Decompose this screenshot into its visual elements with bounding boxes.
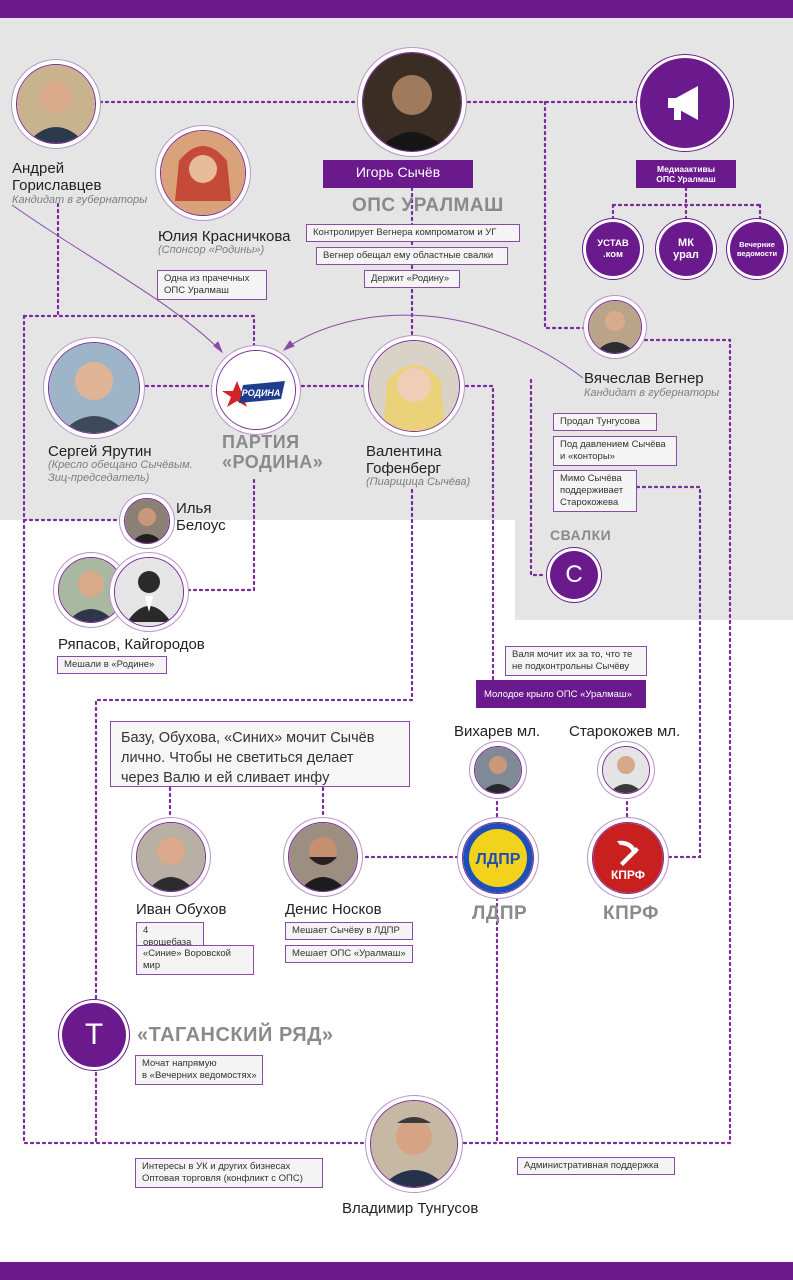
krasnichkova-role: (Спонсор «Родины») [158,244,265,256]
ryapasov-name: Ряпасов, Кайгородов [58,636,205,653]
sychev-note-2: Вегнер обещал ему областные свалки [316,247,508,265]
taganskiy-note: Мочат напрямую в «Вечерних ведомостях» [135,1055,263,1085]
krasnichkova-name: Юлия Красничкова [158,228,291,245]
ops-uralmash-title: ОПС УРАЛМАШ [352,195,504,216]
gorislavtsev-role: Кандидат в губернаторы [12,194,148,206]
yarutin-name: Сергей Ярутин [48,443,152,460]
obukhov-photo [136,822,206,892]
tungusov-photo [370,1100,458,1188]
svalki-circle: С [550,551,598,599]
noskov-photo [288,822,358,892]
obukhov-name: Иван Обухов [136,901,227,918]
gorislavtsev-name: Андрей Гориславцев [12,160,102,194]
mkural-circle: МК урал [659,222,713,276]
ldpr-title: ЛДПР [472,903,528,924]
media-circle [640,58,730,148]
young-wing-badge: Молодое крыло ОПС «Уралмаш» [476,680,646,708]
gorislavtsev-photo [16,64,96,144]
gofenberg-photo [368,340,460,432]
vegner-note-3: Мимо Сычёва поддерживает Старокожева [553,470,637,512]
starokozhev-photo [602,746,650,794]
vikharev-photo [474,746,522,794]
ustav-label: УСТАВ .ком [597,238,629,260]
taganskiy-letter: Т [84,1018,104,1051]
svalki-letter: С [565,561,583,588]
vegner-note-2: Под давлением Сычёва и «конторы» [553,436,677,466]
vechernie-label: Вечерние ведомости [736,240,778,258]
belous-name: Илья Белоус [176,500,226,534]
yarutin-photo [48,342,140,434]
noskov-name: Денис Носков [285,901,382,918]
svalki-title: СВАЛКИ [550,527,612,543]
tungusov-note-1: Интересы в УК и других бизнесах Оптовая … [135,1158,323,1188]
rodina-logo: РОДИНА [216,350,296,430]
krasnichkova-note: Одна из прачечных ОПС Уралмаш [157,270,267,300]
media-label: Медиаактивы ОПС Уралмаш [636,160,736,188]
vegner-note-1: Продал Тунгусова [553,413,657,431]
megaphone-icon [668,86,698,120]
bottom-bar [0,1262,793,1280]
mkural-label: МК урал [673,237,699,261]
big-note: Базу, Обухова, «Синих» мочит Сычёв лично… [110,721,410,787]
obukhov-note-2: «Синие» Воровской мир [136,945,254,975]
noskov-note-1: Мешает Сычёву в ЛДПР [285,922,413,940]
noskov-note-2: Мешает ОПС «Уралмаш» [285,945,413,963]
tungusov-note-2: Административная поддержка [517,1157,675,1175]
yarutin-role: (Кресло обещано Сычёвым. Зиц-председател… [48,459,193,484]
vegner-role: Кандидат в губернаторы [584,387,720,399]
kaygorodov-photo [114,557,184,627]
top-bar [0,0,793,18]
kprf-logo-text: КПРФ [611,868,645,882]
vikharev-name: Вихарев мл. [454,723,541,740]
rodina-title: ПАРТИЯ «РОДИНА» [222,432,324,472]
taganskiy-circle: Т [62,1003,126,1067]
ryapasov-note: Мешали в «Родине» [57,656,167,674]
vegner-name: Вячеслав Вегнер [584,370,704,387]
sychev-note-1: Контролирует Вегнера компроматом и УГ [306,224,520,242]
ustav-circle: УСТАВ .ком [586,222,640,276]
valya-note: Валя мочит их за то, что те не подконтро… [505,646,647,676]
ldpr-logo-text: ЛДПР [476,851,521,868]
sychev-photo [362,52,462,152]
taganskiy-title: «ТАГАНСКИЙ РЯД» [137,1024,334,1046]
kprf-logo: КПРФ [592,822,664,894]
belous-photo [124,498,170,544]
vechernie-circle: Вечерние ведомости [730,222,784,276]
sychev-note-3: Держит «Родину» [364,270,460,288]
starokozhev-name: Старокожев мл. [569,723,681,740]
gofenberg-role: (Пиарщица Сычёва) [366,476,471,488]
kprf-title: КПРФ [603,903,659,924]
tungusov-name: Владимир Тунгусов [342,1200,479,1217]
krasnichkova-photo [160,130,246,216]
ryapasov-photo [58,557,124,623]
gofenberg-name: Валентина Гофенберг [366,443,442,477]
sychev-name-badge: Игорь Сычёв [323,160,473,188]
vegner-photo [588,300,642,354]
ldpr-logo: ЛДПР [462,822,534,894]
rodina-logo-text: РОДИНА [242,388,281,398]
